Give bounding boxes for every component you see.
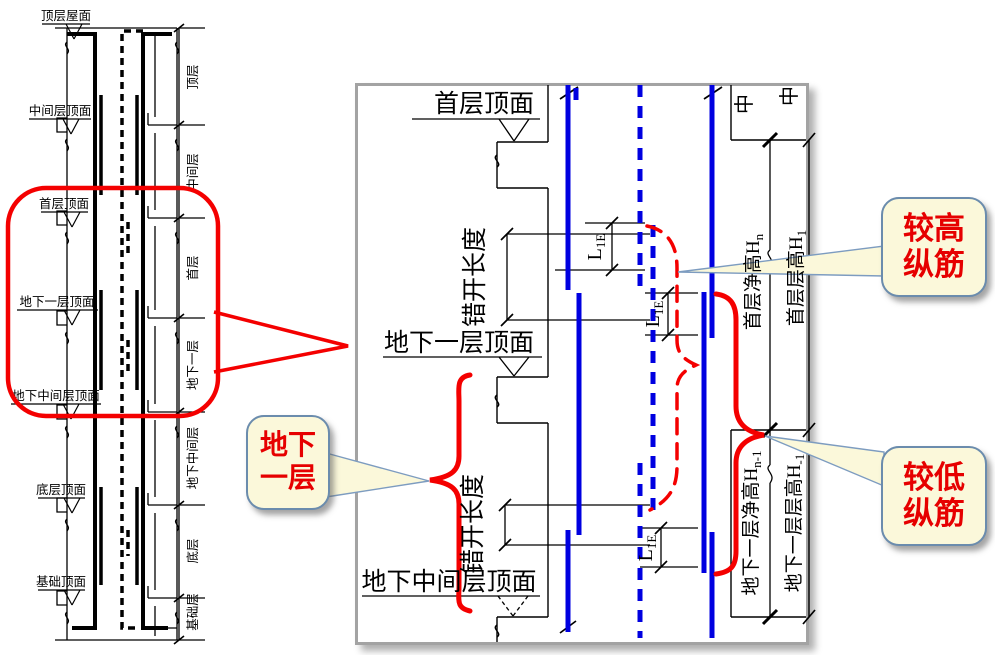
zoom-wedge-lines [213,310,349,374]
rebar-left [67,32,97,630]
surface-label-markers [11,23,101,606]
zone-label: 基础层 [186,593,200,631]
break-symbols [64,41,180,625]
zone-label: 顶层 [186,64,200,89]
surface-label: 基础顶面 [36,575,86,589]
rebar-lap-stubs [99,95,139,585]
zone-label: 中间层 [185,153,200,191]
zoom-highlight [5,185,349,419]
left-surface-labels: 顶层屋面 中间层顶面 首层顶面 地下一层顶面 地下中间层顶面 底层顶面 基础顶面 [12,9,100,589]
dimension-ticks [173,23,185,645]
callout-higher-rebar: 较高 纵筋 [881,197,987,297]
rebar-dashed-center [120,29,143,630]
surface-label: 地下一层顶面 [19,295,94,309]
zone-label: 底层 [185,538,200,563]
left-elevation-rebars [67,29,172,630]
callout-text-line: 较高 [903,211,965,247]
surface-label: 顶层屋面 [41,9,91,23]
left-elevation-structure [55,23,205,645]
callout-text-line: 纵筋 [903,247,965,282]
callout-basement-floor: 地下 一层 [246,415,330,510]
wall-outline [55,27,205,641]
surface-label: 地下中间层顶面 [12,388,100,403]
callout-text-line: 较低 [903,460,965,496]
callout-text-line: 地下 [259,430,316,462]
zone-label: 地下中间层 [185,427,200,490]
surface-label: 底层顶面 [36,482,86,497]
surface-label: 首层顶面 [39,197,89,211]
zoom-region-outline [5,185,221,419]
zone-label: 地下一层 [186,340,200,390]
callout-text-line: 一层 [259,462,316,494]
callout-lower-rebar: 较低 纵筋 [881,446,987,546]
detail-frame [355,83,809,645]
surface-label: 中间层顶面 [29,103,92,118]
left-zone-labels: 顶层 中间层 首层 地下一层 地下中间层 底层 基础层 [185,64,200,630]
callout-text-line: 纵筋 [903,496,965,531]
rebar-right [141,32,172,630]
zone-label: 首层 [186,255,200,280]
